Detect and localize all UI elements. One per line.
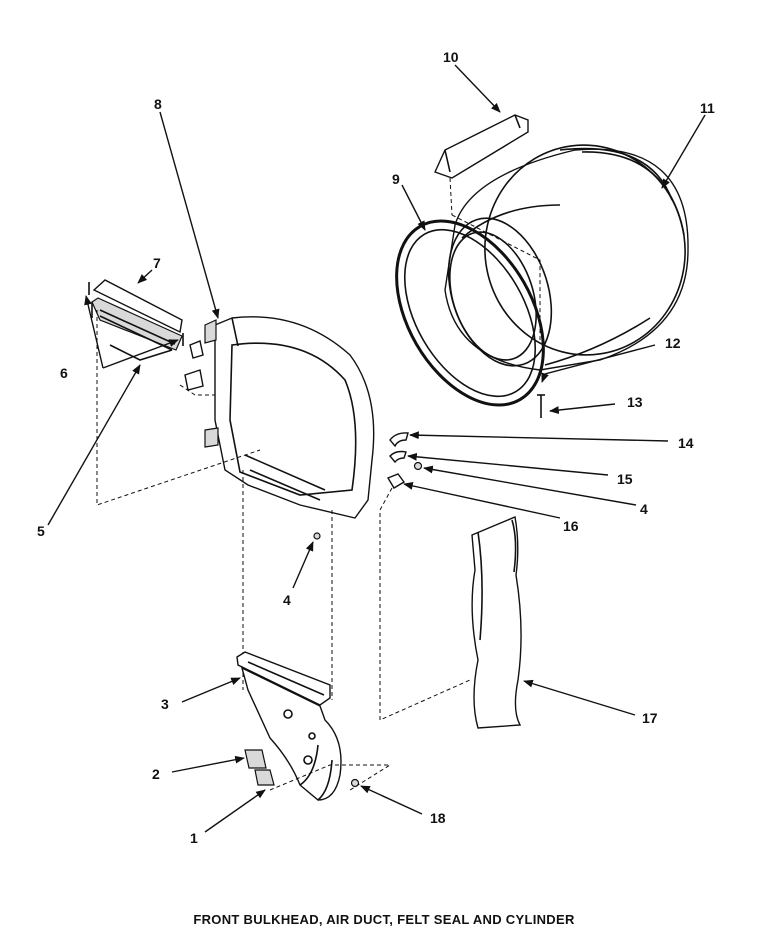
callout-4-lower: 4 [283, 592, 291, 608]
diagram-caption: FRONT BULKHEAD, AIR DUCT, FELT SEAL AND … [193, 912, 575, 927]
callout-15: 15 [617, 471, 633, 487]
callout-18: 18 [430, 810, 446, 826]
callout-13: 13 [627, 394, 643, 410]
callout-16: 16 [563, 518, 579, 534]
callout-5: 5 [37, 523, 45, 539]
leader-lines [47, 64, 706, 833]
cylinder-baffle [434, 114, 541, 340]
callout-17: 17 [642, 710, 658, 726]
callout-14: 14 [678, 435, 694, 451]
callout-12: 12 [665, 335, 681, 351]
callout-8: 8 [154, 96, 162, 112]
callout-11: 11 [700, 100, 715, 116]
screw-4-lower [313, 532, 321, 540]
duct-labels [244, 749, 275, 786]
callout-4-right: 4 [640, 501, 648, 517]
callout-1: 1 [190, 830, 198, 846]
callout-6: 6 [60, 365, 68, 381]
cylinder-drum [444, 144, 689, 371]
air-duct [236, 651, 392, 801]
front-bulkhead [204, 316, 375, 519]
callout-7: 7 [153, 255, 161, 271]
lint-filter-assembly [91, 279, 183, 361]
screw-13 [537, 394, 545, 418]
callout-10: 10 [443, 49, 459, 65]
screw-18 [350, 778, 360, 788]
bulkhead-brackets [179, 340, 215, 396]
callout-9: 9 [392, 171, 400, 187]
screws-6 [88, 282, 184, 346]
callout-2: 2 [152, 766, 160, 782]
callout-3: 3 [161, 696, 169, 712]
door-hardware [379, 432, 471, 721]
felt-seal-strip [471, 516, 522, 729]
